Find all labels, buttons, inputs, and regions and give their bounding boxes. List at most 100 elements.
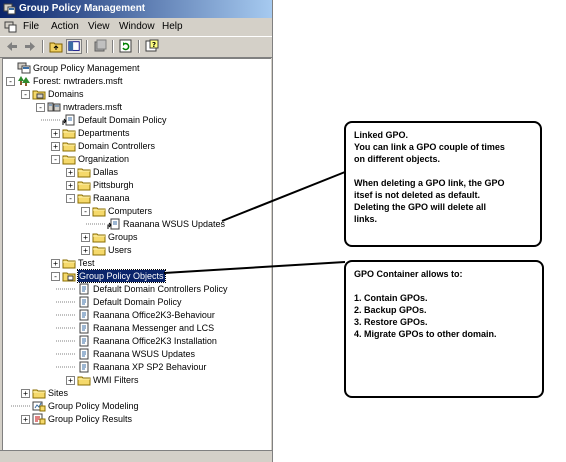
tree-node-label: nwtraders.msft — [63, 102, 123, 112]
system-menu-icon[interactable] — [4, 21, 17, 33]
gpmc-app-icon — [3, 3, 16, 15]
folder-icon — [77, 192, 91, 204]
expand-icon[interactable]: + — [66, 181, 75, 190]
gpo-icon — [77, 361, 91, 373]
folder-icon — [77, 166, 91, 178]
collapse-icon[interactable]: - — [51, 272, 60, 281]
refresh-icon[interactable] — [118, 39, 134, 54]
folder-icon — [62, 127, 76, 139]
domains-icon — [32, 88, 46, 100]
collapse-icon[interactable]: - — [51, 155, 60, 164]
gpmc-root-icon — [17, 62, 31, 74]
folder-icon — [62, 257, 76, 269]
menu-window[interactable]: Window — [119, 21, 155, 32]
folder-icon — [92, 244, 106, 256]
window-title: Group Policy Management — [19, 3, 146, 14]
tree-node-label: Computers — [108, 206, 153, 216]
folder-icon — [32, 387, 46, 399]
tree-node-label: Groups — [108, 232, 138, 242]
expand-icon[interactable]: + — [81, 246, 90, 255]
back-arrow-icon[interactable] — [4, 39, 20, 54]
menu-file[interactable]: File — [23, 21, 40, 32]
expand-icon[interactable]: + — [51, 259, 60, 268]
callout1-line6: Deleting the GPO will delete all — [354, 202, 487, 212]
forward-arrow-icon[interactable] — [22, 39, 38, 54]
expand-icon[interactable]: + — [51, 129, 60, 138]
gpo-link-icon — [62, 114, 76, 126]
show-hide-tree-icon[interactable] — [66, 39, 82, 54]
folder-icon — [92, 231, 106, 243]
tree-node-label: Default Domain Policy — [93, 297, 182, 307]
callout1-line3: on different objects. — [354, 154, 441, 164]
console-tree[interactable]: Group Policy Management-Forest: nwtrader… — [2, 58, 271, 451]
tree-node-label: Dallas — [93, 167, 119, 177]
expand-icon[interactable]: + — [81, 233, 90, 242]
callout2-item2: 2. Backup GPOs. — [354, 305, 427, 315]
collapse-icon[interactable]: - — [81, 207, 90, 216]
tree-node-label: Raanana XP SP2 Behaviour — [93, 362, 207, 372]
tree-guide-lines — [11, 119, 106, 407]
svg-text:?: ? — [152, 41, 156, 49]
tree-node-label: Group Policy Results — [48, 414, 133, 424]
tree-node-label: Raanana Office2K3 Installation — [93, 336, 217, 346]
results-icon — [32, 413, 46, 425]
gpo-icon — [77, 322, 91, 334]
tree-node-label: Raanana WSUS Updates — [93, 349, 196, 359]
tree-node-label: Default Domain Controllers Policy — [93, 284, 228, 294]
menu-bar: File Action View Window Help — [0, 18, 272, 36]
tree-node-label: Test — [78, 258, 95, 268]
gpo-icon — [77, 348, 91, 360]
tree-node-label: WMI Filters — [93, 375, 139, 385]
collapse-icon[interactable]: - — [6, 77, 15, 86]
forest-icon — [17, 75, 31, 87]
collapse-icon[interactable]: - — [21, 90, 30, 99]
linked-gpo-callout: Linked GPO. You can link a GPO couple of… — [344, 121, 542, 247]
tree-node-label: Group Policy Modeling — [48, 401, 139, 411]
folder-icon — [62, 153, 76, 165]
expand-icon[interactable]: + — [51, 142, 60, 151]
menu-view[interactable]: View — [88, 21, 110, 32]
menu-help[interactable]: Help — [162, 21, 183, 32]
delete-icon[interactable] — [92, 39, 108, 54]
tree-node-label: Raanana Messenger and LCS — [93, 323, 215, 333]
tree-node-label: Pittsburgh — [93, 180, 134, 190]
tree-node-label: Default Domain Policy — [78, 115, 167, 125]
menu-action[interactable]: Action — [51, 21, 79, 32]
callout1-line2: You can link a GPO couple of times — [354, 142, 505, 152]
tree-node-label: Departments — [78, 128, 130, 138]
callout2-item1: 1. Contain GPOs. — [354, 293, 428, 303]
status-bar — [0, 450, 272, 462]
modeling-icon — [32, 400, 46, 412]
tree-node-label: Organization — [78, 154, 130, 164]
gpo-container-callout: GPO Container allows to: 1. Contain GPOs… — [344, 260, 544, 398]
toolbar-separator — [86, 40, 88, 53]
up-folder-icon[interactable] — [48, 39, 64, 54]
collapse-icon[interactable]: - — [36, 103, 45, 112]
gpo-icon — [77, 296, 91, 308]
gpo-link-icon — [107, 218, 121, 230]
help-icon[interactable]: ? — [144, 39, 160, 54]
gpo-icon — [77, 309, 91, 321]
tree-node-label: Raanana WSUS Updates — [123, 219, 226, 229]
collapse-icon[interactable]: - — [66, 194, 75, 203]
tree-node-label: Raanana — [93, 193, 130, 203]
tree-node-label: Domains — [48, 89, 84, 99]
toolbar-separator — [138, 40, 140, 53]
tree-node-label: Users — [108, 245, 132, 255]
folder-icon — [62, 140, 76, 152]
expand-icon[interactable]: + — [21, 415, 30, 424]
gpmc-window: Group Policy Management File Action View… — [0, 0, 273, 462]
domain-icon — [47, 101, 61, 113]
title-bar[interactable]: Group Policy Management — [0, 0, 272, 18]
tree-node-label: Group Policy Management — [33, 63, 140, 73]
callout1-line7: links. — [354, 214, 378, 224]
callout2-item3: 3. Restore GPOs. — [354, 317, 428, 327]
tree-node-label: Raanana Office2K3-Behaviour — [93, 310, 215, 320]
expand-icon[interactable]: + — [66, 168, 75, 177]
callout2-pointer — [163, 261, 346, 274]
folder-icon — [92, 205, 106, 217]
expand-icon[interactable]: + — [21, 389, 30, 398]
expand-icon[interactable]: + — [66, 376, 75, 385]
toolbar: ? — [0, 36, 272, 58]
